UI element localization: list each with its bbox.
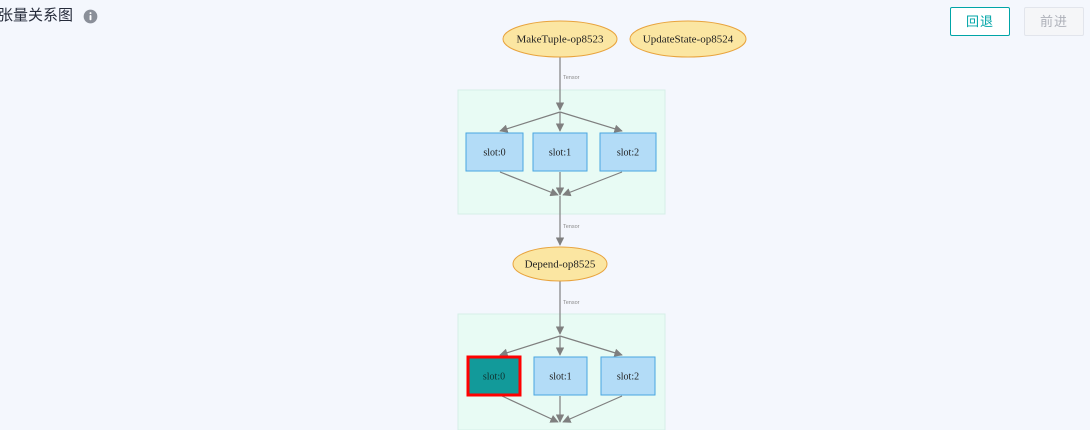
edges-fanout-top — [499, 111, 623, 133]
slot-rect-selected[interactable] — [466, 355, 522, 397]
edge-line — [562, 171, 623, 197]
edge-label-tensor-bottom: Tensor — [563, 300, 580, 306]
page-header: 张量关系图 回退 前进 — [0, 0, 1090, 44]
op-node-label: MakeTuple-op8523 — [517, 34, 604, 46]
op-node-ellipse[interactable] — [512, 246, 608, 282]
slot-node[interactable]: slot:1 — [532, 132, 588, 172]
slot-node[interactable]: slot:0 — [465, 132, 524, 172]
edge-line — [559, 111, 623, 133]
edge-line — [499, 111, 561, 133]
op-node-maketuple[interactable]: MakeTuple-op8523 — [502, 20, 618, 58]
edges-fanin-bottom — [501, 395, 623, 423]
slot-label: slot:0 — [483, 371, 505, 382]
slot-rect[interactable] — [532, 132, 588, 172]
edge-line — [501, 395, 559, 423]
edge-line — [499, 171, 559, 197]
edge-label-tensor-mid: Tensor — [563, 224, 580, 230]
op-node-ellipse[interactable] — [502, 20, 618, 58]
slot-node-selected[interactable]: slot:0 — [466, 355, 522, 397]
header-actions: 回退 前进 — [950, 7, 1084, 36]
slot-node[interactable]: slot:2 — [599, 132, 657, 172]
info-circle-icon-svg — [83, 9, 98, 23]
slot-rect[interactable] — [533, 356, 588, 396]
slot-rect[interactable] — [600, 356, 656, 396]
op-node-label: Depend-op8525 — [525, 259, 596, 271]
slot-label: slot:0 — [483, 147, 505, 158]
edge-cluster-to-depend: Tensor — [555, 196, 580, 246]
op-node-label: UpdateState-op8524 — [643, 34, 734, 46]
slot-label: slot:1 — [549, 371, 571, 382]
page-title: 张量关系图 — [0, 7, 74, 24]
slot-rect[interactable] — [465, 132, 524, 172]
slot-label: slot:2 — [617, 371, 639, 382]
edge-label-tensor-top: Tensor — [563, 75, 580, 81]
op-node-ellipse[interactable] — [629, 20, 747, 58]
slot-node[interactable]: slot:2 — [600, 356, 656, 396]
edges-fanin-top — [499, 171, 623, 197]
edge-line — [499, 335, 561, 357]
slot-rect[interactable] — [599, 132, 657, 172]
back-button[interactable]: 回退 — [950, 7, 1010, 36]
edges-fanout-bottom — [499, 335, 623, 357]
edge-depend-to-cluster: Tensor — [555, 281, 580, 335]
forward-button[interactable]: 前进 — [1024, 7, 1084, 36]
slot-label: slot:1 — [549, 147, 571, 158]
op-node-updatestate[interactable]: UpdateState-op8524 — [629, 20, 747, 58]
title-group: 张量关系图 — [0, 6, 98, 26]
edge-line — [562, 395, 623, 423]
edge-line — [559, 335, 623, 357]
slot-node[interactable]: slot:1 — [533, 356, 588, 396]
edge-maketuple-to-cluster: Tensor — [555, 57, 580, 111]
slot-label: slot:2 — [617, 147, 639, 158]
info-circle-icon[interactable] — [83, 9, 98, 24]
op-node-depend[interactable]: Depend-op8525 — [512, 246, 608, 282]
